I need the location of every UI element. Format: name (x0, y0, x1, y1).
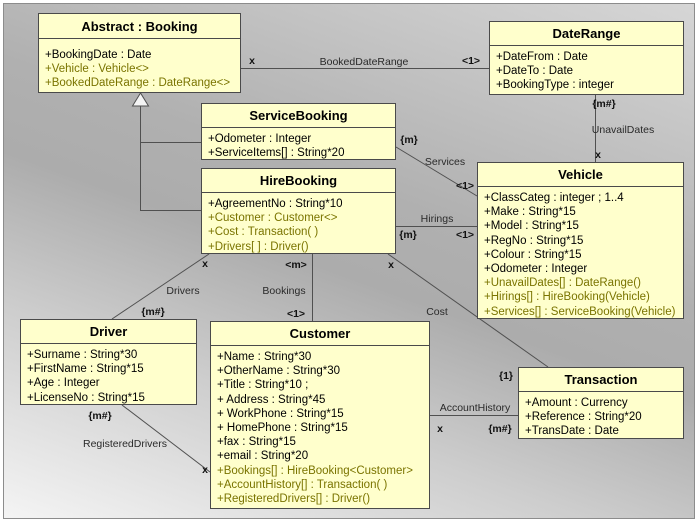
bookings-customer-multiplicity: <1> (287, 308, 305, 320)
drivers-hire-booking-multiplicity: x (202, 258, 208, 270)
transaction-attribute: +TransDate : Date (525, 425, 619, 438)
vehicle-attribute: +Model : String*15 (484, 220, 579, 233)
date-range-class-name: DateRange (490, 22, 683, 46)
drivers-line (111, 253, 210, 320)
account-history-transaction-multiplicity: {m#} (488, 423, 511, 435)
customer-attribute: + Address : String*45 (217, 393, 326, 406)
hire-booking-attribute-list: +AgreementNo : String*10 +Customer : Cus… (202, 193, 395, 253)
hirings-vehicle-multiplicity: <1> (456, 229, 474, 241)
customer-attribute-list: +Name : String*30 +OtherName : String*30… (211, 346, 429, 506)
booking-class-name: Abstract : Booking (39, 14, 240, 39)
vehicle-attribute: +Odometer : Integer (484, 262, 588, 275)
drivers-driver-multiplicity: {m#} (141, 306, 164, 318)
customer-attribute: + WorkPhone : String*15 (217, 407, 344, 420)
services-vehicle-multiplicity: <1> (456, 180, 474, 192)
hire-booking-attribute: +AgreementNo : String*10 (208, 198, 343, 210)
vehicle-attribute: +Colour : String*15 (484, 248, 582, 261)
transaction-attribute-list: +Amount : Currency +Reference : String*2… (519, 392, 683, 438)
customer-reference-attribute: +Bookings[] : HireBooking<Customer> (217, 464, 413, 477)
transaction-class: Transaction +Amount : Currency +Referenc… (518, 367, 684, 439)
hirings-hire-booking-multiplicity: {m} (399, 229, 417, 241)
service-booking-attribute: +ServiceItems[] : String*20 (208, 147, 345, 160)
driver-class: Driver +Surname : String*30 +FirstName :… (20, 319, 197, 405)
service-booking-class-name: ServiceBooking (202, 104, 395, 128)
unavail-dates-date-range-multiplicity: {m#} (592, 98, 615, 110)
driver-attribute: +Surname : String*30 (27, 349, 138, 361)
driver-attribute: +FirstName : String*15 (27, 363, 144, 376)
vehicle-attribute: +RegNo : String*15 (484, 234, 584, 247)
vehicle-attribute-list: +ClassCateg : integer ; 1..4 +Make : Str… (478, 187, 683, 318)
customer-attribute: +fax : String*15 (217, 436, 296, 449)
hirings-label: Hirings (421, 213, 454, 225)
date-range-class: DateRange +DateFrom : Date +DateTo : Dat… (489, 21, 684, 95)
date-range-attribute: +DateTo : Date (496, 65, 574, 78)
bookings-hire-booking-multiplicity: <m> (285, 259, 307, 271)
booked-date-range-booking-multiplicity: x (249, 55, 255, 67)
unavail-dates-vehicle-multiplicity: x (595, 149, 601, 161)
customer-attribute: +OtherName : String*30 (217, 365, 341, 378)
drivers-label: Drivers (166, 285, 199, 297)
cost-transaction-multiplicity: {1} (499, 370, 513, 382)
driver-attribute: +LicenseNo : String*15 (27, 391, 145, 404)
generalization-line (140, 106, 201, 211)
vehicle-reference-attribute: +Hirings[] : HireBooking(Vehicle) (484, 291, 650, 304)
vehicle-class-name: Vehicle (478, 163, 683, 187)
customer-attribute: +Name : String*30 (217, 351, 312, 363)
cost-line (387, 253, 549, 368)
vehicle-reference-attribute: +UnavailDates[] : DateRange() (484, 277, 641, 290)
booking-attribute-list: +BookingDate : Date +Vehicle : Vehicle<>… (39, 39, 240, 91)
account-history-label: AccountHistory (440, 402, 511, 414)
driver-attribute-list: +Surname : String*30 +FirstName : String… (21, 344, 196, 404)
hire-booking-reference-attribute: +Drivers[ ] : Driver() (208, 240, 309, 253)
vehicle-attribute: +Make : String*15 (484, 206, 576, 219)
customer-reference-attribute: +RegisteredDrivers[] : Driver() (217, 492, 371, 505)
hire-booking-reference-attribute: +Cost : Transaction( ) (208, 226, 319, 239)
booked-date-range-label: BookedDateRange (320, 56, 409, 68)
transaction-attribute: +Amount : Currency (525, 397, 628, 409)
registered-drivers-customer-multiplicity: x (202, 464, 208, 476)
customer-attribute: +Title : String*10 ; (217, 379, 309, 392)
hire-booking-class: HireBooking +AgreementNo : String*10 +Cu… (201, 168, 396, 254)
driver-attribute: +Age : Integer (27, 377, 100, 390)
booking-class: Abstract : Booking +BookingDate : Date +… (38, 13, 241, 93)
registered-drivers-driver-multiplicity: {m#} (88, 410, 111, 422)
driver-class-name: Driver (21, 320, 196, 344)
customer-class-name: Customer (211, 322, 429, 346)
hire-booking-class-name: HireBooking (202, 169, 395, 193)
customer-class: Customer +Name : String*30 +OtherName : … (210, 321, 430, 509)
services-line (395, 146, 478, 197)
date-range-attribute: +BookingType : integer (496, 79, 614, 92)
booking-attribute: +BookingDate : Date (45, 49, 152, 61)
vehicle-attribute: +ClassCateg : integer ; 1..4 (484, 192, 624, 204)
booking-reference-attribute: +BookedDateRange : DateRange<> (45, 77, 231, 90)
generalization-triangle-icon (131, 92, 150, 107)
vehicle-class: Vehicle +ClassCateg : integer ; 1..4 +Ma… (477, 162, 684, 319)
unavail-dates-label: UnavailDates (592, 124, 654, 136)
vehicle-reference-attribute: +Services[] : ServiceBooking(Vehicle) (484, 305, 676, 318)
booked-date-range-date-range-multiplicity: <1> (462, 55, 480, 67)
transaction-attribute: +Reference : String*20 (525, 411, 642, 424)
customer-attribute: +email : String*20 (217, 450, 309, 463)
bookings-label: Bookings (262, 285, 305, 297)
service-booking-attribute: +Odometer : Integer (208, 133, 312, 145)
customer-attribute: + HomePhone : String*15 (217, 421, 348, 434)
customer-reference-attribute: +AccountHistory[] : Transaction( ) (217, 478, 388, 491)
service-booking-class: ServiceBooking +Odometer : Integer +Serv… (201, 103, 396, 160)
cost-hire-booking-multiplicity: x (388, 259, 394, 271)
account-history-customer-multiplicity: x (437, 423, 443, 435)
services-service-booking-multiplicity: {m} (400, 134, 418, 146)
hire-booking-reference-attribute: +Customer : Customer<> (208, 212, 338, 225)
cost-label: Cost (426, 306, 448, 318)
services-label: Services (425, 156, 465, 168)
date-range-attribute: +DateFrom : Date (496, 51, 588, 63)
service-booking-attribute-list: +Odometer : Integer +ServiceItems[] : St… (202, 128, 395, 160)
transaction-class-name: Transaction (519, 368, 683, 392)
registered-drivers-label: RegisteredDrivers (83, 438, 167, 450)
booking-reference-attribute: +Vehicle : Vehicle<> (45, 63, 149, 76)
registered-drivers-line (121, 404, 211, 473)
date-range-attribute-list: +DateFrom : Date +DateTo : Date +Booking… (490, 46, 683, 93)
